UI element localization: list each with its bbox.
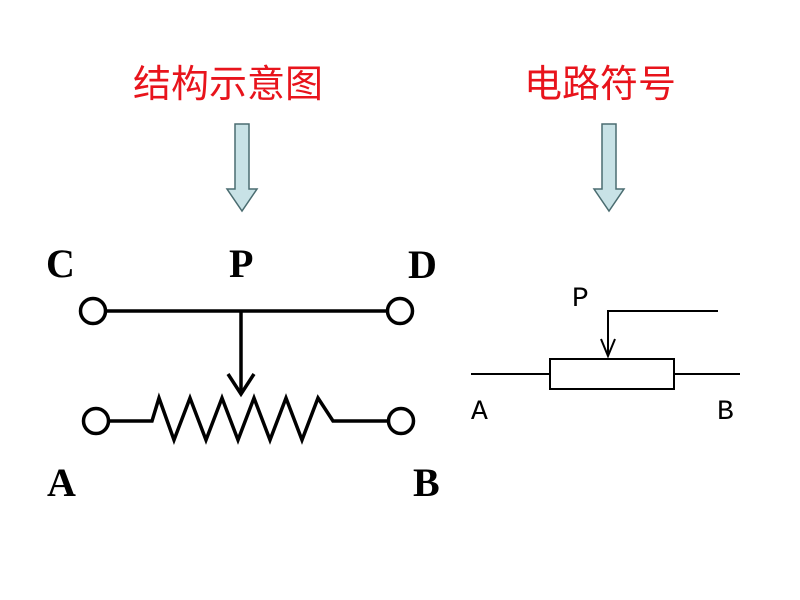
slider-wire (607, 310, 718, 354)
terminal-c-label: C (46, 241, 75, 286)
terminal-d-circle (385, 296, 415, 326)
rheostat-structure-diagram (78, 296, 416, 446)
symbol-a-label: A (471, 397, 488, 428)
symbol-b-label: B (717, 397, 734, 428)
down-arrow-right (592, 123, 626, 213)
slider-arrow (600, 338, 616, 359)
terminal-a-label: A (47, 460, 76, 505)
resistor-box (549, 358, 675, 390)
rheostat-circuit-symbol (471, 310, 740, 390)
down-arrow-left (225, 123, 259, 213)
resistance-coil (108, 392, 388, 446)
terminal-a-circle (81, 406, 111, 436)
terminal-c-circle (78, 296, 108, 326)
slider-arrowhead (226, 373, 256, 398)
terminal-p-label: P (229, 241, 253, 286)
structure-diagram-heading: 结构示意图 (133, 62, 324, 106)
circuit-symbol-heading: 电路符号 (524, 62, 677, 106)
symbol-p-label: P (572, 284, 589, 315)
terminal-b-label: B (413, 460, 440, 505)
terminal-b-circle (386, 406, 416, 436)
terminal-d-label: D (408, 242, 437, 287)
